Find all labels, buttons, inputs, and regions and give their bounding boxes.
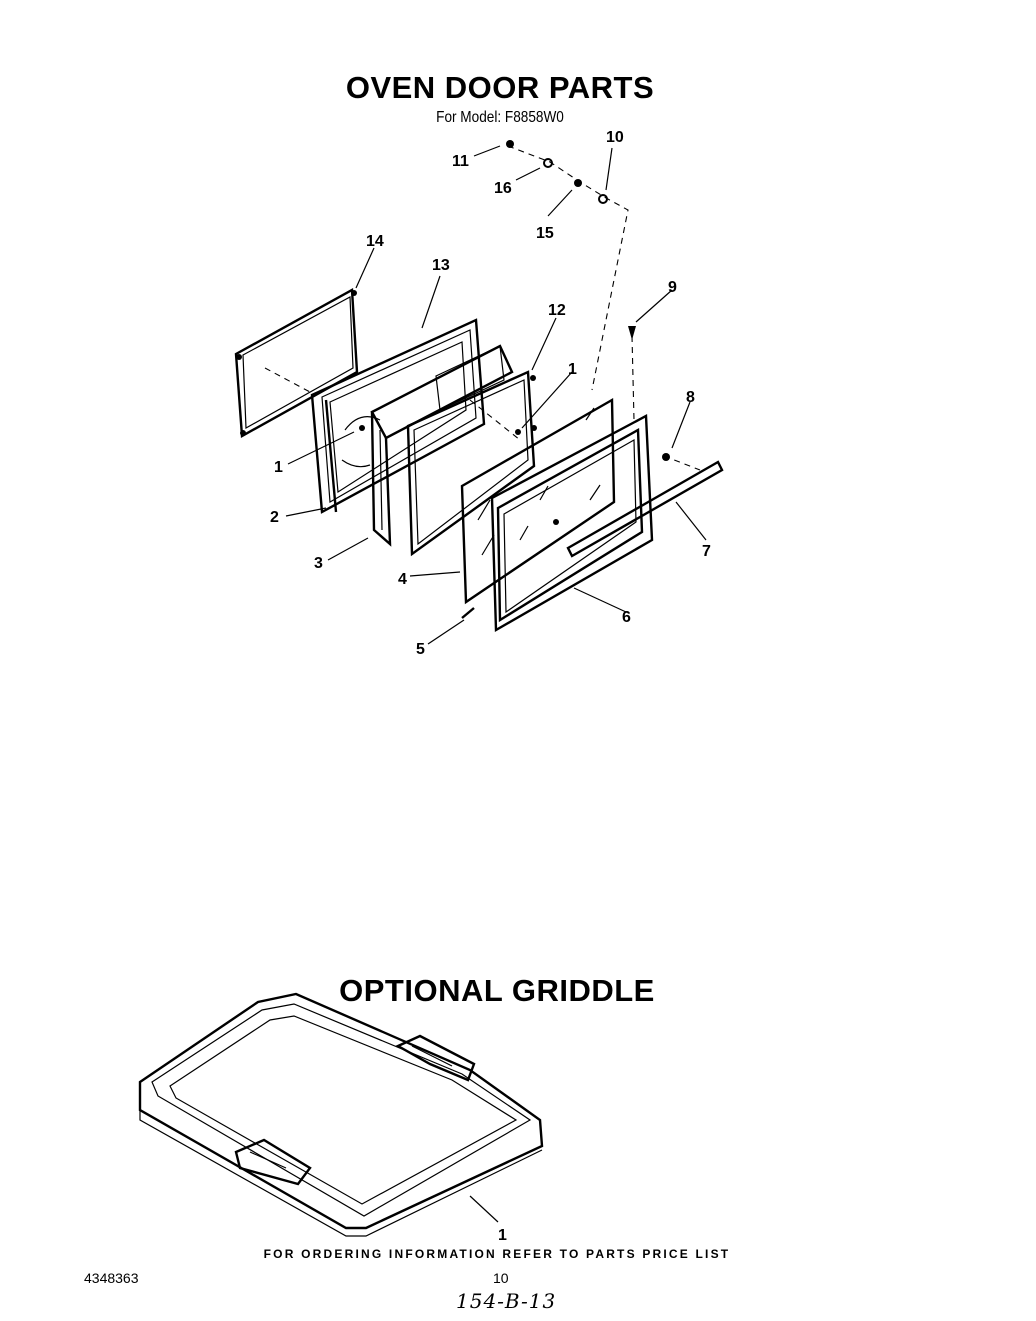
inner-gasket-part-2	[324, 399, 338, 513]
callout-9: 9	[668, 279, 677, 296]
griddle-callout-1: 1	[498, 1227, 507, 1244]
callout-leader-lines	[285, 145, 707, 645]
ordering-info-note: FOR ORDERING INFORMATION REFER TO PARTS …	[263, 1247, 731, 1261]
outer-door-frame-part-6	[490, 414, 654, 633]
griddle-illustration	[138, 992, 544, 1237]
document-number: 4348363	[84, 1270, 139, 1286]
callout-16: 16	[494, 180, 512, 197]
callout-13: 13	[432, 257, 450, 274]
callout-1-right: 1	[568, 361, 577, 378]
callout-15: 15	[536, 225, 554, 242]
oven-callout-labels: 11 16 10 15 14 13 12 9 1 1 8 2 3 7 4 6 5	[270, 129, 711, 658]
callout-8: 8	[686, 389, 695, 406]
model-number-line: For Model: F8858W0	[436, 109, 564, 126]
callout-2: 2	[270, 509, 279, 526]
screw-alignment-line	[469, 399, 521, 441]
glass-pane-part-4	[460, 397, 616, 605]
page-number: 10	[493, 1270, 509, 1286]
handle-screw-line	[631, 335, 635, 421]
screw-part-9	[628, 326, 636, 340]
insulation-box-part-3	[370, 344, 514, 547]
callout-7: 7	[702, 543, 711, 560]
callout-10: 10	[606, 129, 624, 146]
oven-door-parts-title: OVEN DOOR PARTS	[345, 70, 655, 105]
callout-3: 3	[314, 555, 323, 572]
callout-4: 4	[398, 571, 407, 588]
hardware-dashed-line	[507, 145, 629, 391]
spacer-part-15	[574, 179, 582, 187]
callout-1-left: 1	[274, 459, 283, 476]
callout-14: 14	[366, 233, 384, 250]
washer-part-16	[543, 158, 553, 168]
door-liner-panel-part-14	[234, 288, 359, 438]
callout-11: 11	[452, 153, 469, 170]
griddle-front-handle	[234, 1138, 312, 1186]
callout-5: 5	[416, 641, 425, 658]
screw-part-1-left	[359, 425, 365, 431]
door-handle-part-7	[566, 460, 724, 558]
nut-part-10	[598, 194, 608, 204]
pin-part-5	[461, 607, 475, 619]
optional-griddle-title: OPTIONAL GRIDDLE	[339, 973, 655, 1008]
oven-door-exploded-view	[234, 140, 724, 645]
liner-alignment-line	[264, 367, 311, 393]
screw-part-11	[506, 140, 514, 148]
callout-6: 6	[622, 609, 631, 626]
screw-part-1-right	[515, 429, 521, 435]
bracket-part-8	[662, 453, 670, 461]
handwritten-code: 154-B-13	[456, 1289, 557, 1313]
callout-12: 12	[548, 302, 566, 319]
griddle-rear-handle	[395, 1034, 476, 1082]
door-gasket-frame-part-13	[310, 318, 486, 514]
griddle-leader-line	[469, 1195, 499, 1223]
inner-door-panel-part-12	[406, 370, 537, 557]
